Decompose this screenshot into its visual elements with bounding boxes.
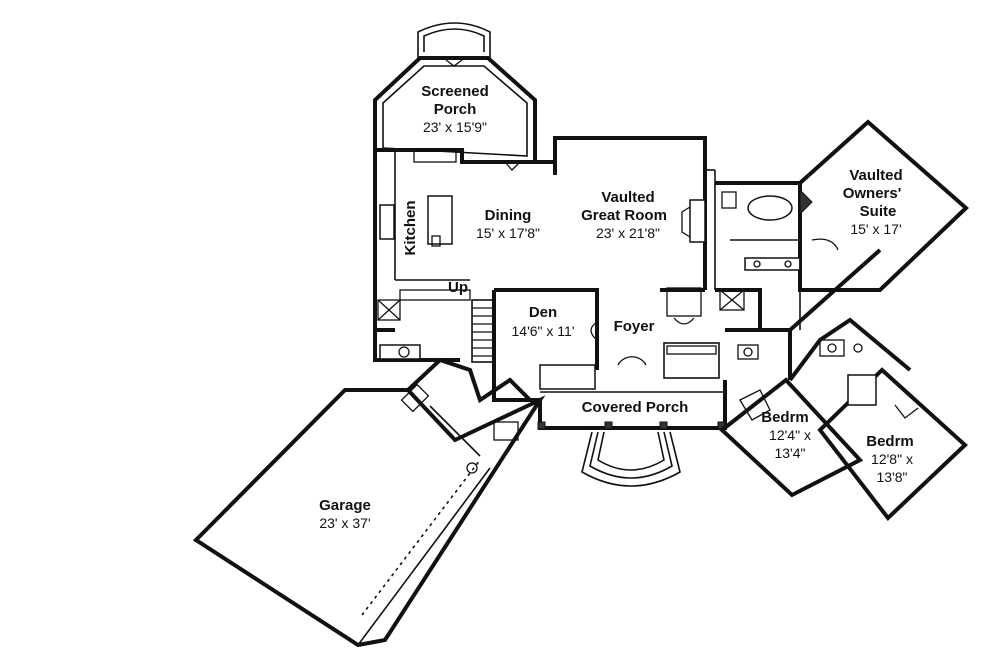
owners-suite [715, 119, 969, 332]
bedrooms [718, 317, 968, 521]
screened-porch-size: 23' x 15'9" [423, 119, 487, 135]
dining-name: Dining [485, 207, 532, 224]
bedroom-2-size-line1: 12'8" x [871, 451, 913, 467]
great-room-name-line1: Vaulted [601, 189, 654, 206]
main-house [373, 136, 716, 332]
garage-name: Garage [319, 497, 371, 514]
den-size: 14'6" x 11' [512, 323, 575, 339]
owners-suite-name-line1: Vaulted [849, 167, 902, 184]
garage-size: 23' x 37' [319, 515, 370, 531]
bedroom-2-name: Bedrm [866, 433, 914, 450]
dining-size: 15' x 17'8" [476, 225, 540, 241]
covered-porch [537, 380, 727, 487]
bedroom-1-size-line1: 12'4" x [769, 427, 811, 443]
screened-porch-name-line1: Screened [421, 83, 489, 100]
bedroom-1-size-line2: 13'4" [774, 445, 805, 461]
den-name: Den [529, 304, 557, 321]
bedroom-1-name: Bedrm [761, 409, 809, 426]
garage [192, 357, 546, 648]
owners-suite-size: 15' x 17' [850, 221, 901, 237]
center-wing [373, 287, 720, 402]
bedroom-2-size-line2: 13'8" [876, 469, 907, 485]
kitchen-name: Kitchen [402, 200, 419, 255]
owners-suite-name-line2: Owners' [843, 185, 902, 202]
great-room-size: 23' x 21'8" [596, 225, 660, 241]
great-room-name-line2: Great Room [581, 207, 667, 224]
owners-suite-name-line3: Suite [860, 203, 897, 220]
foyer-name: Foyer [614, 318, 655, 335]
stairs-up-label: Up [448, 279, 468, 296]
covered-porch-name: Covered Porch [582, 399, 689, 416]
screened-porch-name-line2: Porch [434, 101, 477, 118]
